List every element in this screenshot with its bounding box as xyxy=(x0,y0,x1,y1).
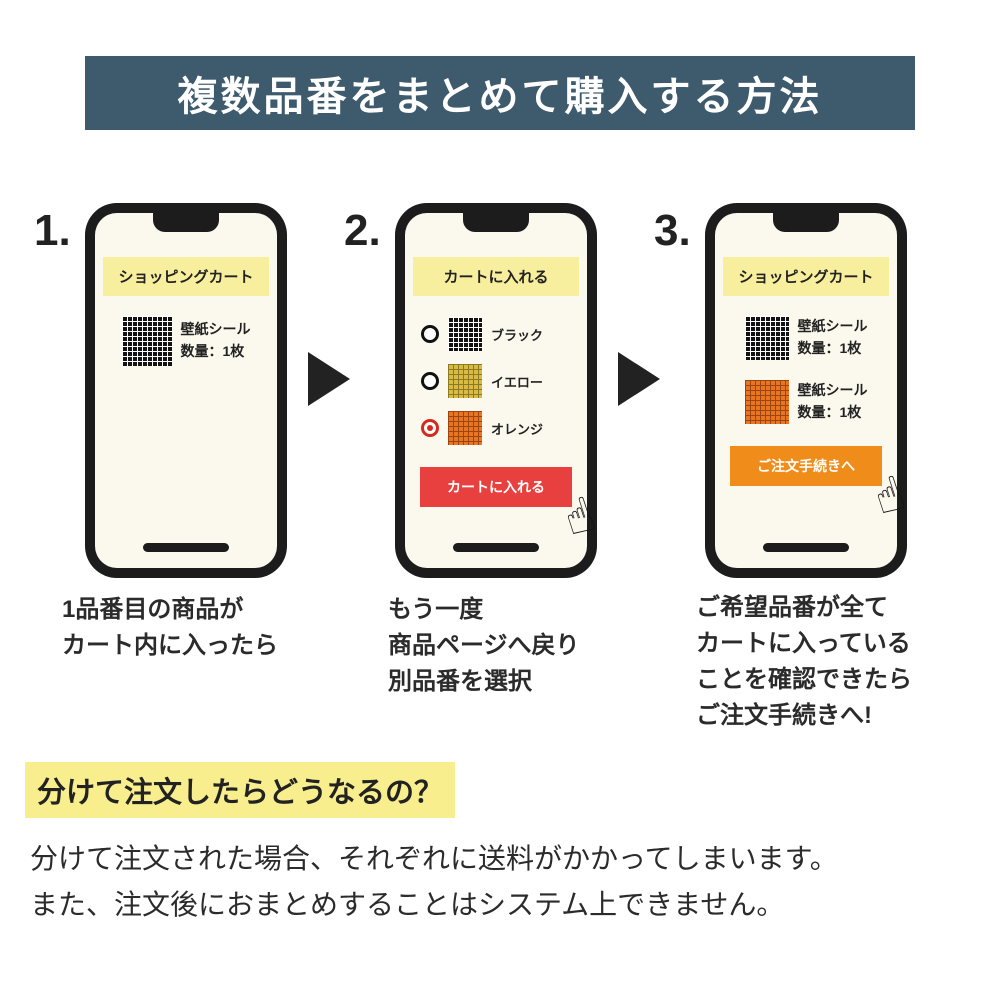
home-indicator xyxy=(143,543,229,552)
phone-1-screen: ショッピングカート 壁紙シール 数量：1枚 xyxy=(95,212,277,568)
faq-body-line: また、注文後におまとめすることはシステム上できません。 xyxy=(30,889,785,921)
hand-pointer-icon: ☝ xyxy=(556,485,602,549)
phone-step-2: カートに入れる ブラック イエロー オレンジ xyxy=(395,203,602,578)
product-qty: 数量：1枚 xyxy=(797,340,862,356)
product-swatch-orange-icon xyxy=(744,380,789,424)
product-qty: 数量：1枚 xyxy=(797,404,862,420)
cart-title-bar: ショッピングカート xyxy=(723,257,889,296)
product-name: 壁紙シール xyxy=(797,318,868,335)
product-qty: 数量：1枚 xyxy=(180,343,245,359)
faq-heading: 分けて注文したらどうなるの？ xyxy=(25,762,456,818)
caption-line: 商品ページへ戻り xyxy=(388,632,580,659)
option-label: イエロー xyxy=(491,374,543,390)
product-name: 壁紙シール xyxy=(797,382,868,399)
arrow-right-icon xyxy=(308,352,350,406)
page-title: 複数品番をまとめて購入する方法 xyxy=(177,75,823,119)
product-swatch-black-icon xyxy=(121,316,172,366)
option-label: ブラック xyxy=(491,327,544,343)
step-1-caption: 1品番目の商品が カート内に入ったら xyxy=(62,592,278,664)
phone-notch xyxy=(773,212,839,232)
caption-line: 1品番目の商品が xyxy=(62,596,244,623)
cart-item: 壁紙シール 数量：1枚 xyxy=(715,380,897,424)
product-swatch-black-icon xyxy=(744,316,789,360)
cart-item: 壁紙シール 数量：1枚 xyxy=(715,316,897,360)
caption-line: 別品番を選択 xyxy=(388,668,532,695)
step-3-number: 3. xyxy=(654,206,691,255)
radio-unselected-icon[interactable] xyxy=(421,372,439,390)
phone-3-screen: ショッピングカート 壁紙シール 数量：1枚 壁紙シール 数量：1枚 ご注文手続き… xyxy=(715,212,912,568)
home-indicator xyxy=(453,543,539,552)
arrow-right-icon xyxy=(618,352,660,406)
color-option-list: ブラック イエロー オレンジ xyxy=(405,304,587,445)
phone-step-3: ショッピングカート 壁紙シール 数量：1枚 壁紙シール 数量：1枚 ご注文手続き… xyxy=(705,203,912,578)
faq-body: 分けて注文された場合、それぞれに送料がかかってしまいます。 また、注文後におまと… xyxy=(30,836,838,928)
caption-line: カートに入っている xyxy=(696,630,911,657)
checkout-button[interactable]: ご注文手続きへ ☝ xyxy=(730,446,912,527)
swatch-yellow-icon xyxy=(448,364,482,398)
caption-line: ご注文手続きへ! xyxy=(696,702,872,729)
add-to-cart-button[interactable]: カートに入れる ☝ xyxy=(420,467,602,548)
caption-line: ご希望品番が全て xyxy=(696,594,888,621)
checkout-label: ご注文手続きへ xyxy=(757,458,855,474)
caption-line: カート内に入ったら xyxy=(62,632,278,659)
swatch-orange-icon xyxy=(448,411,482,445)
cart-title-bar: ショッピングカート xyxy=(103,257,269,296)
step-2-number: 2. xyxy=(344,206,381,255)
phone-notch xyxy=(463,212,529,232)
page-title-banner: 複数品番をまとめて購入する方法 xyxy=(85,56,915,130)
hand-pointer-icon: ☝ xyxy=(866,464,912,528)
cart-item: 壁紙シール 数量：1枚 xyxy=(95,316,277,366)
radio-selected-icon[interactable] xyxy=(421,419,439,437)
radio-unselected-icon[interactable] xyxy=(421,325,439,343)
option-label: オレンジ xyxy=(491,421,544,437)
faq-heading-text: 分けて注文したらどうなるの？ xyxy=(25,762,456,818)
color-option-black[interactable]: ブラック xyxy=(421,317,587,351)
phone-2-screen: カートに入れる ブラック イエロー オレンジ xyxy=(405,212,602,568)
color-option-orange[interactable]: オレンジ xyxy=(421,411,587,445)
product-name: 壁紙シール xyxy=(180,321,251,338)
product-page-title-bar: カートに入れる xyxy=(413,257,579,296)
color-option-yellow[interactable]: イエロー xyxy=(421,364,587,398)
phone-notch xyxy=(153,212,219,232)
cart-item-text: 壁紙シール 数量：1枚 xyxy=(798,316,868,359)
cart-item-text: 壁紙シール 数量：1枚 xyxy=(181,319,251,362)
add-to-cart-label: カートに入れる xyxy=(447,479,545,495)
step-1-number: 1. xyxy=(34,206,71,255)
phone-step-1: ショッピングカート 壁紙シール 数量：1枚 xyxy=(85,203,287,578)
swatch-black-icon xyxy=(448,317,482,351)
faq-body-line: 分けて注文された場合、それぞれに送料がかかってしまいます。 xyxy=(30,843,838,874)
caption-line: もう一度 xyxy=(388,596,484,623)
home-indicator xyxy=(763,543,849,552)
step-2-caption: もう一度 商品ページへ戻り 別品番を選択 xyxy=(388,592,580,700)
cart-item-text: 壁紙シール 数量：1枚 xyxy=(798,380,868,423)
caption-line: ことを確認できたら xyxy=(696,666,912,693)
step-3-caption: ご希望品番が全て カートに入っている ことを確認できたら ご注文手続きへ! xyxy=(696,590,912,734)
